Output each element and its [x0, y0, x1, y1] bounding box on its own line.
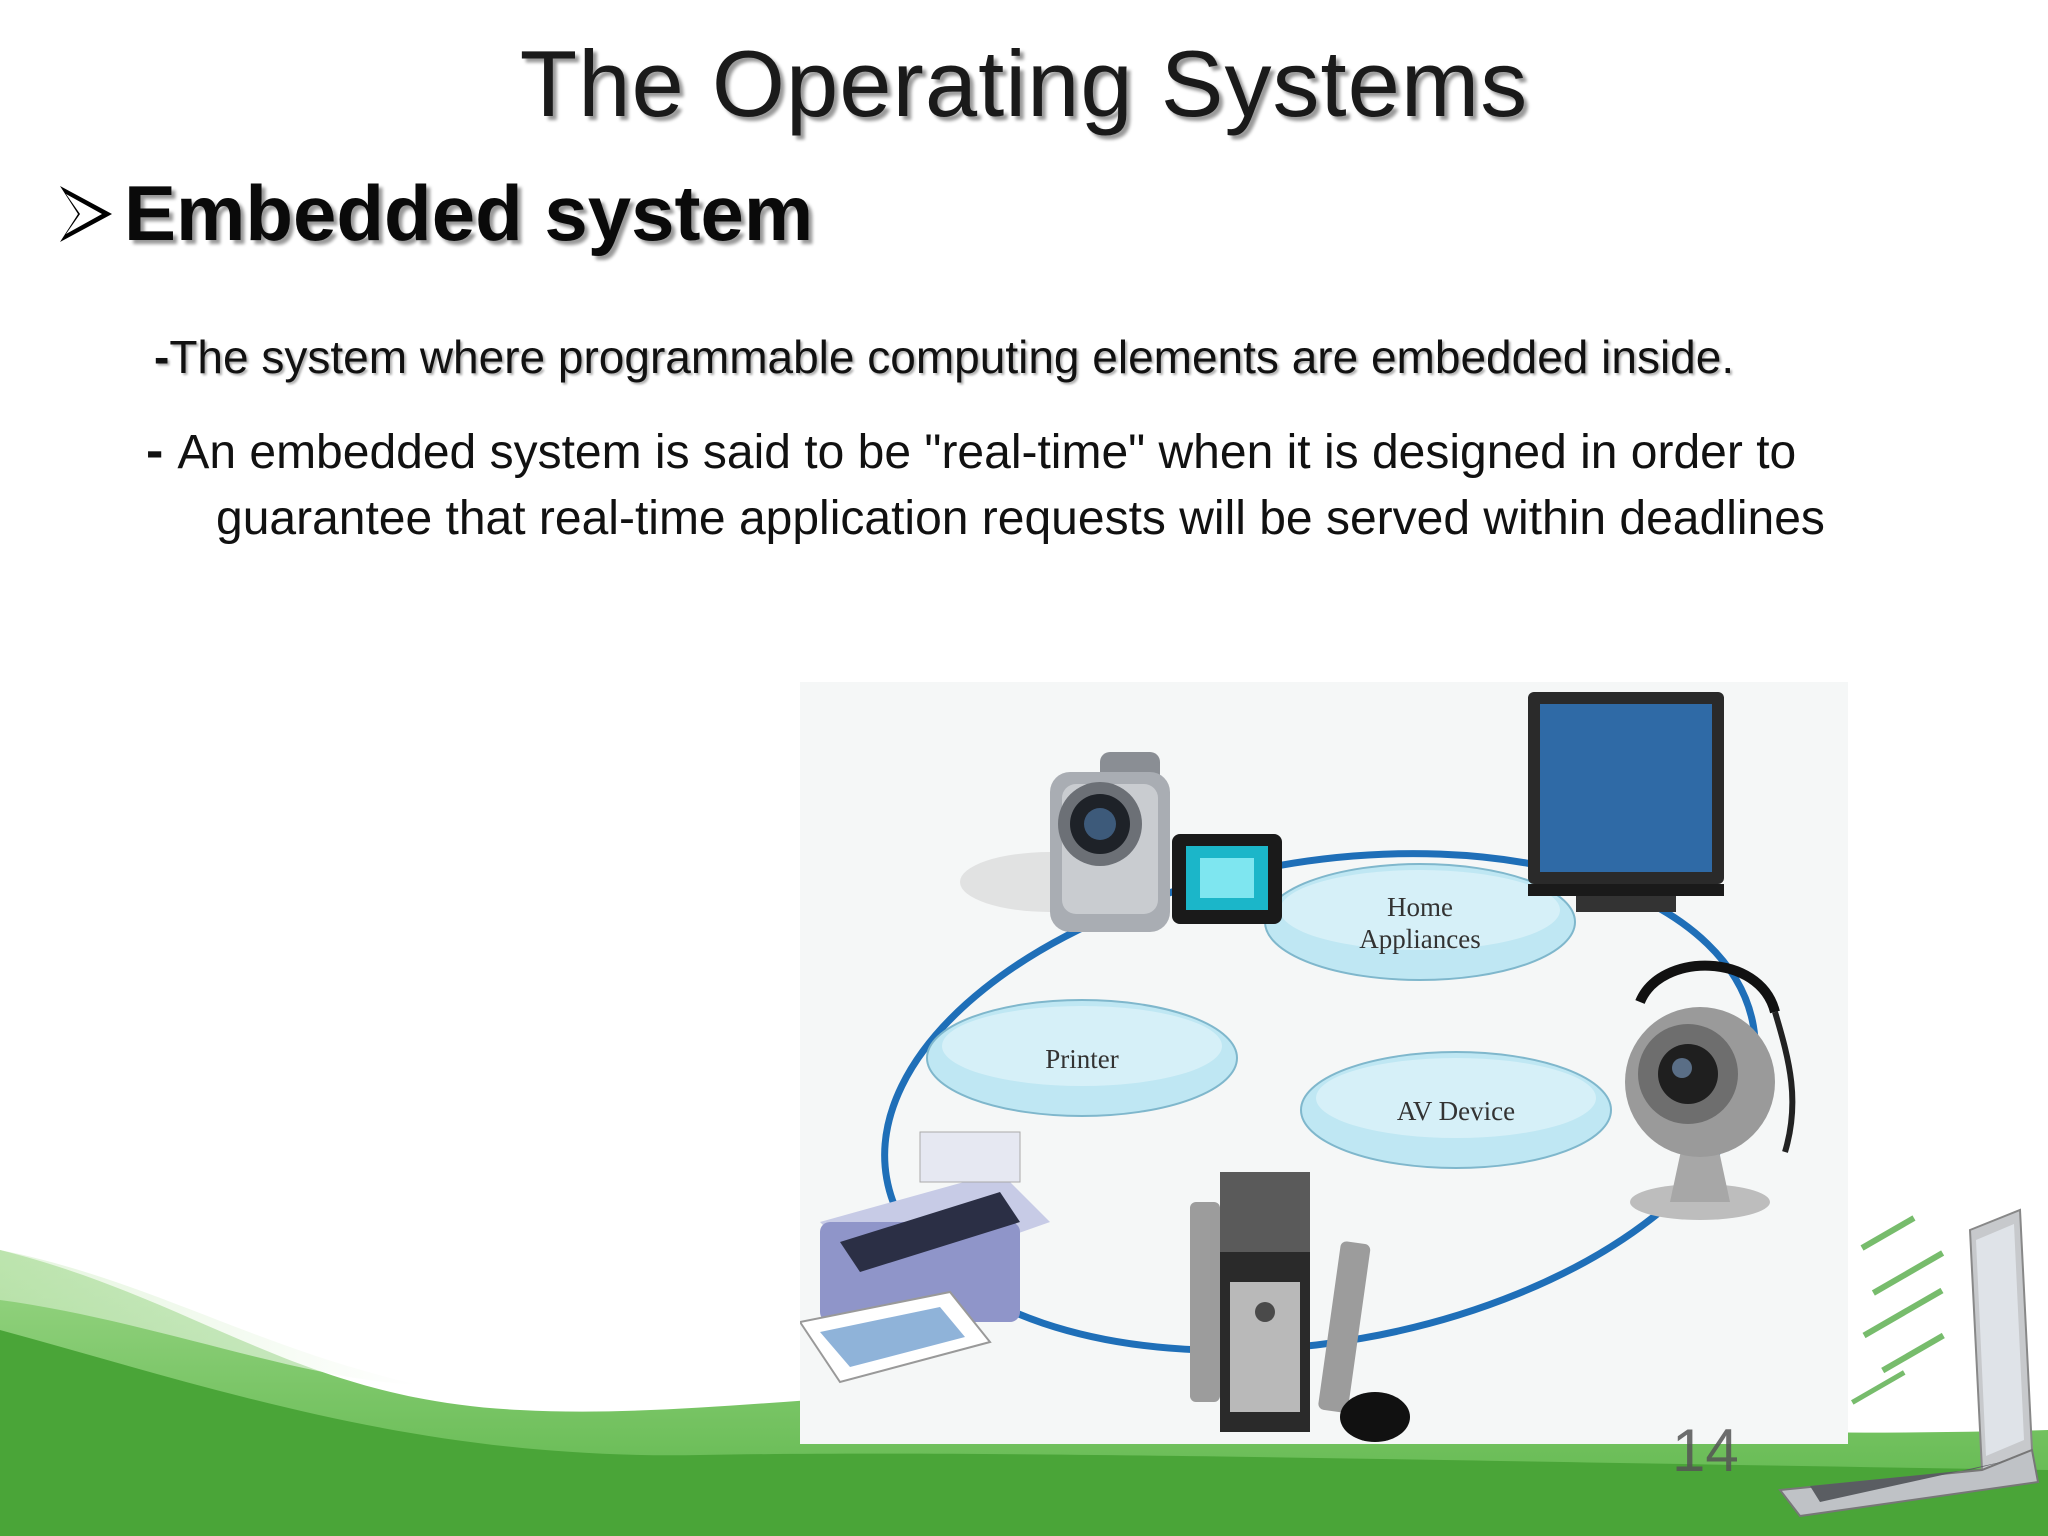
bullet-text-line2: guarantee that real-time application req… [216, 492, 1825, 545]
home-label-line1: Home [1387, 892, 1453, 922]
printer-icon [798, 1131, 1050, 1384]
webcam-icon [1625, 960, 1796, 1220]
printer-label: Printer [1045, 1044, 1119, 1074]
bullet-real-time: -An embedded system is said to be "real-… [146, 418, 1946, 552]
bullet-dash: - [146, 422, 164, 480]
monitor-icon [1528, 692, 1724, 912]
home-label-line2: Appliances [1359, 924, 1480, 954]
bullet-dash: - [154, 331, 170, 383]
slide-title: The Operating Systems [519, 31, 1529, 136]
page-number: 14 [1672, 1417, 1739, 1484]
bullet-definition: -The system where programmable computing… [154, 330, 1734, 384]
section-heading: Embedded system [124, 169, 814, 257]
home-appliances-node: Home Appliances [1264, 863, 1576, 981]
decorative-pattern [1851, 1215, 1945, 1405]
bullet-text: The system where programmable computing … [169, 331, 1735, 383]
av-device-node: AV Device [1300, 1051, 1612, 1169]
heading-row: Embedded system [56, 168, 813, 259]
laptop-icon [1778, 1208, 2040, 1518]
speaker-system-icon [1190, 1172, 1410, 1442]
printer-node: Printer [926, 999, 1238, 1117]
embedded-devices-figure: Home Appliances Printer AV Device [798, 682, 1848, 1444]
devices-diagram: Home Appliances Printer AV Device [798, 692, 1796, 1442]
camcorder-icon [960, 752, 1282, 932]
av-device-label: AV Device [1397, 1096, 1515, 1126]
arrow-bullet-icon [60, 185, 112, 242]
bullet-text-line1: An embedded system is said to be "real-t… [177, 426, 1797, 479]
